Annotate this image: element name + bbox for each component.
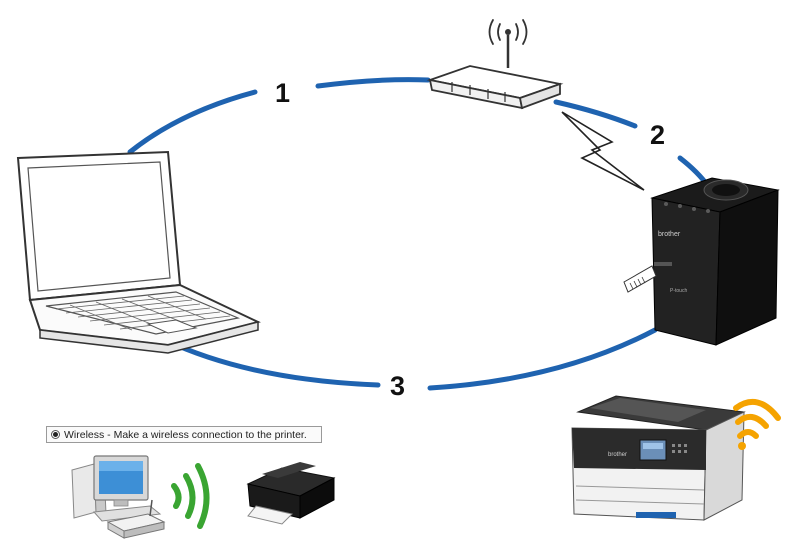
connection-line-1b xyxy=(315,77,431,89)
connection-line-3b xyxy=(162,337,381,388)
wireless-option-label: Wireless - Make a wireless connection to… xyxy=(64,428,307,441)
wireless-radio-button[interactable] xyxy=(51,430,60,439)
step-number-1: 1 xyxy=(275,78,291,108)
svg-text:brother: brother xyxy=(608,452,627,458)
wireless-option[interactable]: Wireless - Make a wireless connection to… xyxy=(46,426,322,443)
printer-brand-label: brother xyxy=(658,231,681,238)
step-number-3: 3 xyxy=(390,371,406,401)
step-number-2: 2 xyxy=(650,120,666,150)
connection-line-1a xyxy=(127,89,258,155)
svg-text:P-touch: P-touch xyxy=(670,288,687,294)
connection-line-3a xyxy=(427,327,658,391)
wireless-link-bolt xyxy=(561,111,645,191)
connection-line-2a xyxy=(553,99,638,129)
